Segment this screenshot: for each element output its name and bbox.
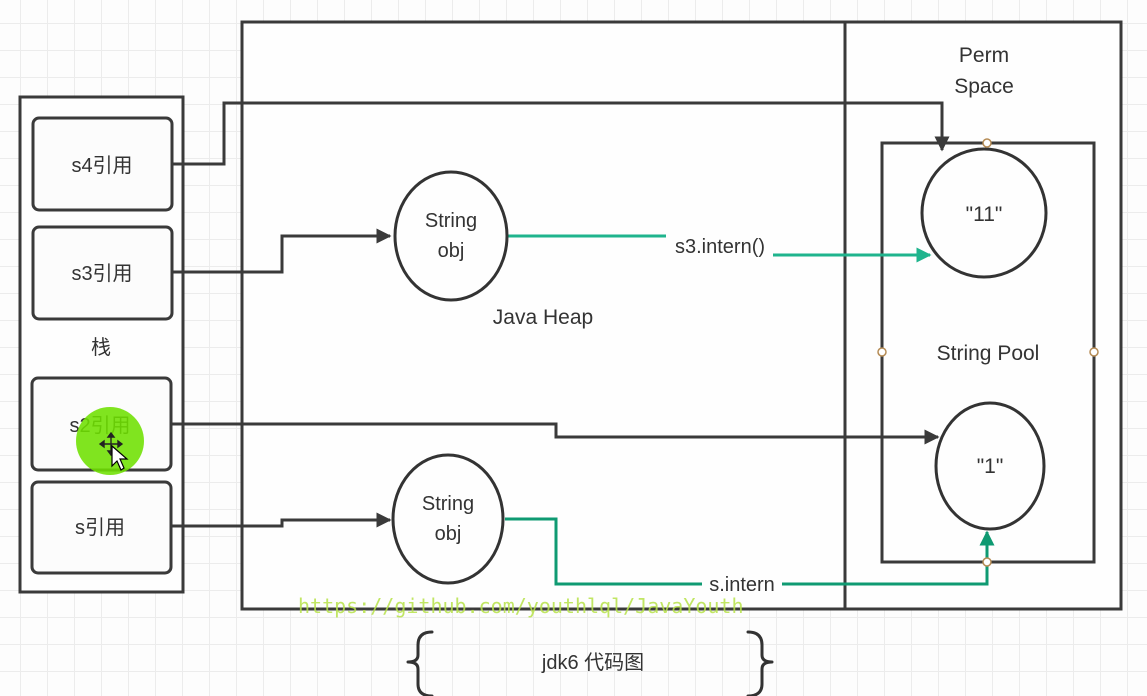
string-obj-node[interactable]: [393, 170, 509, 302]
resize-handle-top[interactable]: [982, 138, 992, 148]
resize-handle-left[interactable]: [877, 347, 887, 357]
edge-label-s3-intern: s3.intern(): [675, 236, 765, 258]
pool-literal-1[interactable]: "1": [934, 401, 1046, 531]
string-obj-node[interactable]: [391, 453, 505, 585]
cursor-highlight: [76, 407, 144, 475]
right-brace-icon: [746, 630, 774, 696]
heap-object-2[interactable]: String obj: [391, 453, 505, 585]
node-label-line1: String: [422, 493, 474, 515]
move-cursor-icon: [98, 431, 124, 457]
diagram-title: jdk6 代码图: [541, 651, 644, 674]
left-brace-icon: [406, 630, 434, 696]
perm-space-label-line2: Space: [954, 75, 1014, 98]
diagram-caption: jdk6 代码图: [406, 630, 774, 696]
resize-handle-bottom[interactable]: [982, 557, 992, 567]
ref-label: s3引用: [71, 262, 132, 285]
resize-handle-right[interactable]: [1089, 347, 1099, 357]
cursor-highlight-circle: [76, 407, 144, 475]
edge-s3-to-obj1[interactable]: [172, 228, 392, 274]
edge-obj2-intern-to-lit1[interactable]: [782, 530, 995, 586]
node-label-line1: String: [425, 210, 477, 232]
literal-node[interactable]: [934, 401, 1046, 531]
stack-ref-s4[interactable]: s4引用: [31, 116, 174, 212]
string-pool-label: String Pool: [937, 342, 1040, 365]
stack-region[interactable]: 栈 s4引用 s3引用 s2引用 s引用: [18, 95, 185, 594]
ref-label: s引用: [75, 516, 125, 539]
edge-label-s-intern: s.intern: [709, 574, 775, 596]
literal-node[interactable]: [920, 147, 1048, 279]
ref-label: s4引用: [71, 154, 132, 177]
node-label-line2: obj: [438, 240, 465, 262]
literal-label: "11": [966, 203, 1003, 226]
java-heap-box[interactable]: [240, 20, 847, 611]
pool-literal-11[interactable]: "11": [920, 147, 1048, 279]
stack-ref-s[interactable]: s引用: [30, 480, 173, 575]
java-heap-label: Java Heap: [493, 306, 593, 329]
heap-object-1[interactable]: String obj: [393, 170, 509, 302]
pointer-cursor-icon: [111, 444, 129, 471]
stack-ref-s3[interactable]: s3引用: [31, 225, 174, 321]
stack-label: 栈: [91, 336, 111, 359]
watermark-url: https://github.com/youthlql/JavaYouth: [298, 594, 744, 618]
heap-region[interactable]: Java Heap: [240, 20, 847, 611]
perm-space-label-line1: Perm: [959, 44, 1009, 67]
edge-s4-to-lit11[interactable]: [172, 101, 950, 166]
edge-s-to-obj2[interactable]: [171, 512, 392, 528]
edge-s2-to-lit1[interactable]: [171, 422, 940, 445]
edge-obj2-intern-part1[interactable]: [505, 517, 702, 586]
literal-label: "1": [977, 455, 1004, 478]
node-label-line2: obj: [435, 523, 462, 545]
